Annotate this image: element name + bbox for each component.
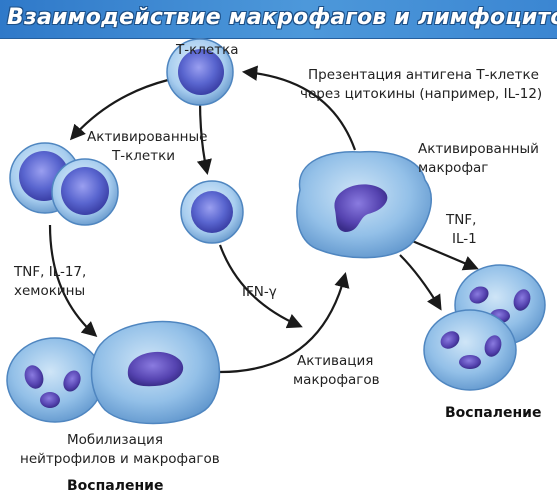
label-mobilization-line2: нейтрофилов и макрофагов (20, 451, 220, 467)
label-tnf-il17-line2: хемокины (14, 283, 86, 299)
arrows (48, 65, 479, 374)
t-cell-middle (180, 180, 244, 244)
arrow-presentation (241, 65, 357, 151)
neutrophil-macrophage-cluster (6, 320, 221, 425)
arrow-tcell-to-activated (69, 78, 169, 141)
label-tnf-il1-line2: IL-1 (452, 231, 477, 247)
diagram-title: Взаимодействие макрофагов и лимфоцитов (7, 5, 557, 30)
title-bar: Взаимодействие макрофагов и лимфоцитов (0, 0, 557, 39)
label-mobilization-line1: Мобилизация (67, 432, 163, 448)
label-tnf-il17-line1: TNF, IL-17, (14, 264, 87, 280)
arrow-activation-macro (219, 272, 350, 374)
label-presentation-line2: через цитокины (например, IL-12) (300, 86, 543, 102)
arrow-activated-to-inflammation (48, 224, 98, 338)
label-presentation-line1: Презентация антигена Т-клетке (308, 67, 539, 83)
arrow-macro-to-cells-2 (399, 254, 442, 311)
arrow-tcell-down (196, 99, 212, 176)
label-inflammation-right: Воспаление (445, 405, 542, 421)
label-activation-line1: Активация (297, 353, 374, 369)
label-tnf-il1-line1: TNF, (446, 212, 477, 228)
arrow-macro-to-cells-1 (409, 238, 479, 271)
label-ifn-gamma: IFN-γ (242, 284, 277, 300)
activated-t-cells (9, 142, 119, 226)
label-t-cell: Т-клетка (176, 42, 239, 58)
t-cell (166, 38, 234, 106)
label-activated-macrophage-line1: Активированный (418, 141, 539, 157)
label-activated-macrophage-line2: макрофаг (418, 160, 489, 176)
label-activated-t-line1: Активированные (87, 129, 208, 145)
arrow-ifn-down (218, 244, 303, 329)
label-inflammation-left: Воспаление (67, 478, 164, 494)
label-activation-line2: макрофагов (293, 372, 380, 388)
label-activated-t-line2: Т-клетки (112, 148, 175, 164)
activated-macrophage (296, 150, 432, 259)
neutrophils-right (423, 264, 546, 391)
